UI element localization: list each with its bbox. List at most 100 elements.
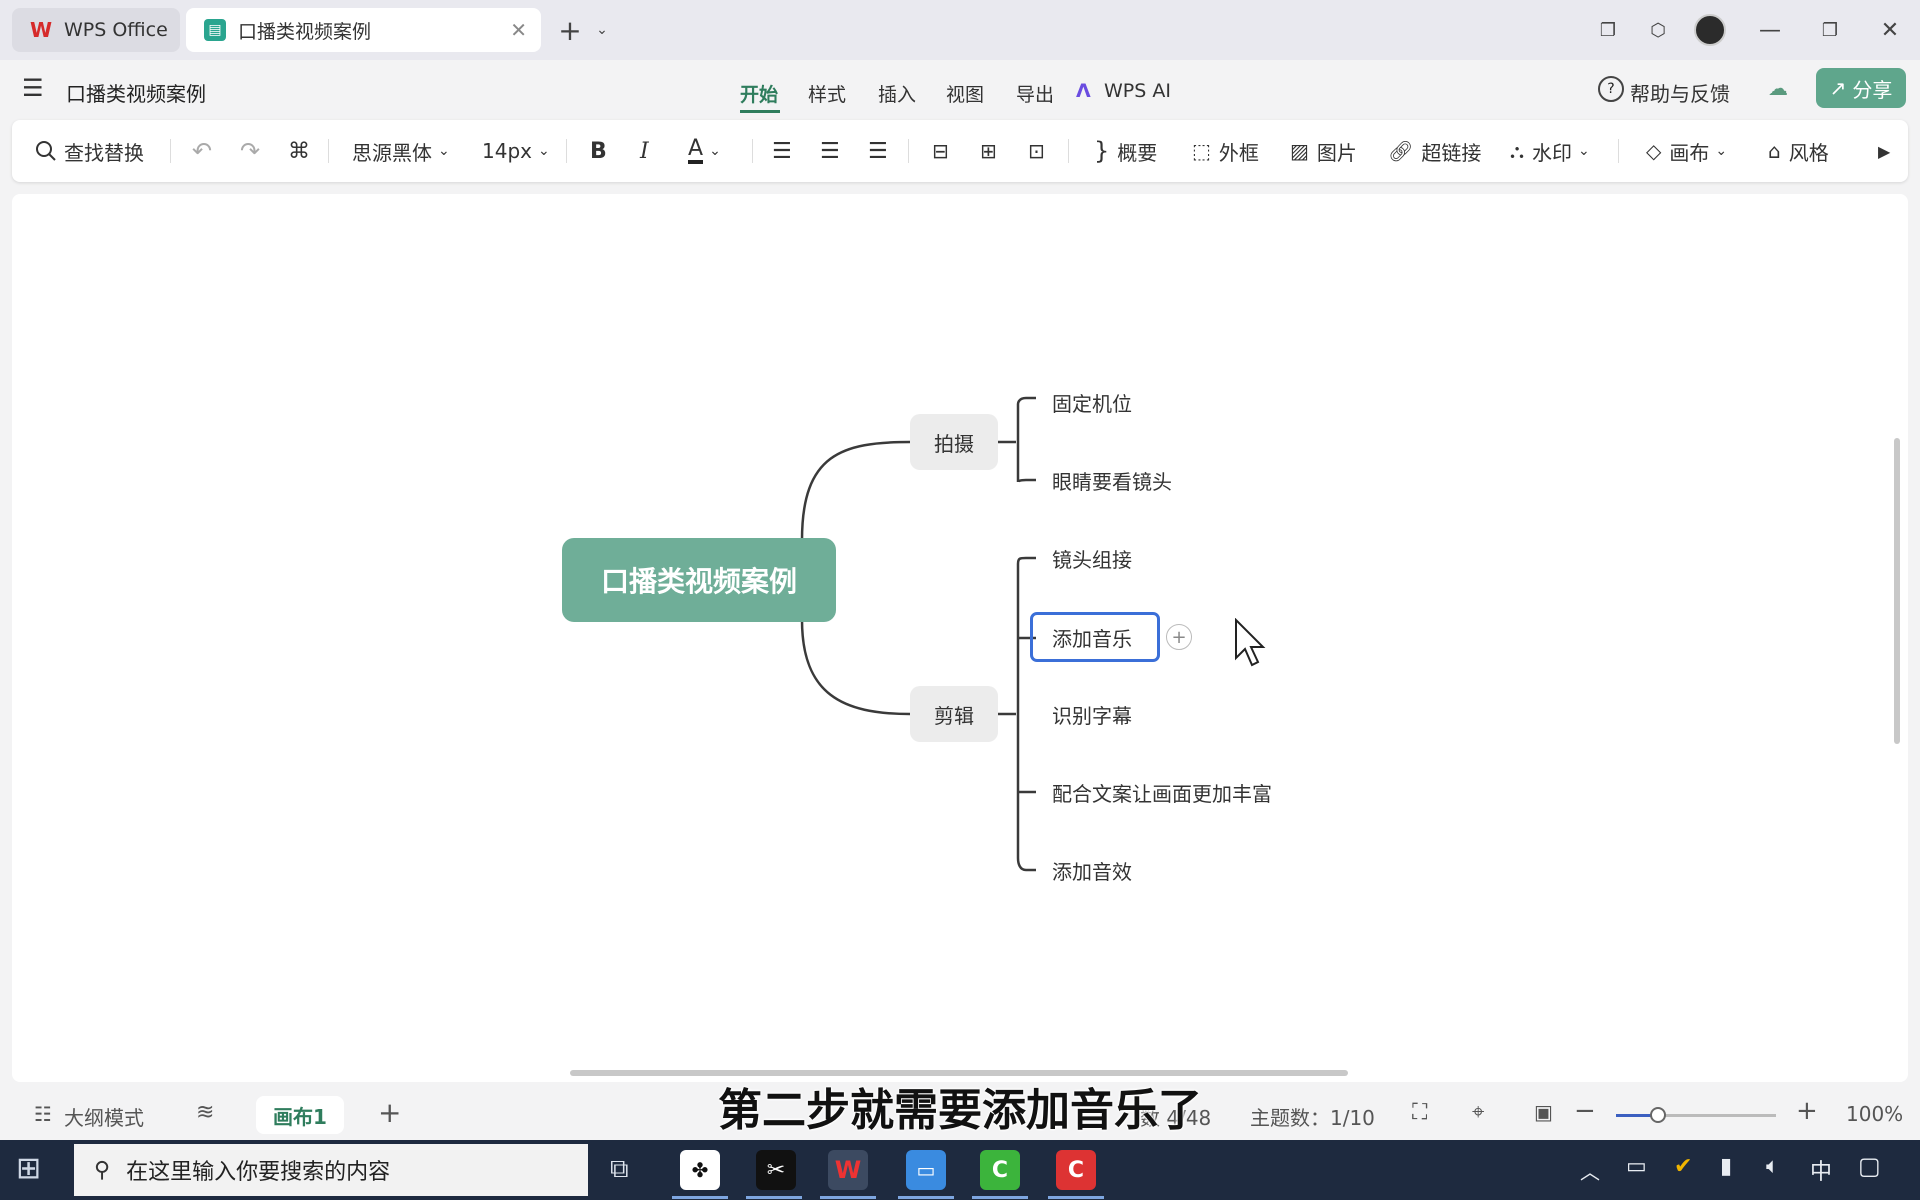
app-icon-capcut[interactable]: ✂: [756, 1150, 796, 1190]
leaf-node[interactable]: 镜头组接: [1052, 548, 1132, 572]
watermark-label: 水印: [1532, 140, 1572, 165]
add-node-icon[interactable]: +: [1166, 624, 1192, 650]
layers-icon[interactable]: ≋: [196, 1100, 215, 1125]
canvas-tab-label: 画布1: [273, 1104, 327, 1129]
leaf-node[interactable]: 识别字幕: [1052, 704, 1132, 728]
checkmark-app-icon[interactable]: ✔: [1674, 1154, 1693, 1179]
leaf-node-selected[interactable]: 添加音乐: [1030, 612, 1160, 662]
format-painter-icon[interactable]: ⌘: [288, 138, 310, 164]
image-icon: ▨: [1290, 139, 1309, 163]
zoom-in-icon[interactable]: +: [1796, 1096, 1818, 1126]
leaf-node[interactable]: 固定机位: [1052, 392, 1132, 416]
align-center-icon[interactable]: ☰: [820, 138, 840, 164]
align-left-icon[interactable]: ☰: [772, 138, 792, 164]
zoom-out-icon[interactable]: −: [1574, 1096, 1596, 1126]
vertical-scrollbar[interactable]: [1894, 438, 1900, 744]
task-view-icon[interactable]: ⧉: [610, 1154, 629, 1184]
menu-wps-ai[interactable]: WPS AI: [1104, 80, 1171, 102]
fullscreen-icon[interactable]: ⛶: [1412, 1100, 1428, 1125]
menu-view[interactable]: 视图: [946, 84, 985, 106]
app-icon-wps[interactable]: W: [828, 1150, 868, 1190]
help-feedback-button[interactable]: 帮助与反馈: [1630, 82, 1730, 106]
align-right-icon[interactable]: ☰: [868, 138, 888, 164]
tab-wps-office[interactable]: W WPS Office: [12, 8, 180, 52]
network-icon[interactable]: ▭: [1626, 1154, 1647, 1179]
font-size-select[interactable]: 14px ⌄: [482, 134, 550, 168]
tab-document[interactable]: ▤ 口播类视频案例 ✕: [186, 8, 541, 52]
notification-icon[interactable]: ▢: [1858, 1152, 1881, 1180]
image-button[interactable]: ▨ 图片: [1290, 134, 1357, 168]
font-family-select[interactable]: 思源黑体 ⌄: [352, 134, 450, 168]
battery-icon[interactable]: ▮: [1720, 1154, 1733, 1179]
ime-indicator[interactable]: 中: [1810, 1160, 1833, 1185]
font-color-button[interactable]: A ⌄: [688, 134, 721, 168]
minimap-icon[interactable]: ▣: [1534, 1100, 1553, 1124]
canvas-tab[interactable]: 画布1: [256, 1096, 344, 1134]
tray-chevron-up-icon[interactable]: ︿: [1580, 1160, 1600, 1184]
summary-button[interactable]: } 概要: [1094, 134, 1157, 168]
branch-node-shoot[interactable]: 拍摄: [910, 414, 998, 470]
tab-list-chevron-icon[interactable]: ⌄: [596, 22, 608, 38]
outline-mode-button[interactable]: 大纲模式: [64, 1106, 144, 1130]
divider: [908, 139, 909, 163]
divider: [328, 139, 329, 163]
shirt-icon: ⌂: [1768, 139, 1781, 163]
root-node[interactable]: 口播类视频案例: [562, 538, 836, 622]
taskbar-search-box[interactable]: ⚲ 在这里输入你要搜索的内容: [74, 1144, 588, 1196]
bold-icon[interactable]: B: [590, 138, 607, 164]
app-icon-hub[interactable]: ✤: [680, 1150, 720, 1190]
leaf-node[interactable]: 眼睛要看镜头: [1052, 470, 1172, 494]
redo-icon[interactable]: ↷: [240, 137, 261, 165]
undo-icon[interactable]: ↶: [192, 137, 213, 165]
menu-style[interactable]: 样式: [808, 84, 847, 106]
window-switch-icon[interactable]: ❐: [1599, 19, 1617, 41]
tab-label: WPS Office: [64, 19, 168, 41]
app-icon-files[interactable]: ▭: [906, 1150, 946, 1190]
windows-start-icon[interactable]: ⊞: [16, 1151, 42, 1186]
avatar[interactable]: [1694, 14, 1726, 46]
more-arrow-icon[interactable]: ▶: [1878, 141, 1891, 161]
frame-button[interactable]: ⬚ 外框: [1192, 134, 1259, 168]
taskbar-search-placeholder: 在这里输入你要搜索的内容: [126, 1160, 391, 1185]
zoom-slider[interactable]: [1616, 1107, 1776, 1123]
insert-parent-icon[interactable]: ⊡: [1028, 139, 1045, 163]
mindmap-canvas[interactable]: 口播类视频案例 拍摄 剪辑 固定机位 眼睛要看镜头 镜头组接 添加音乐 + 识别…: [12, 194, 1908, 1082]
cloud-sync-icon[interactable]: ☁: [1768, 76, 1788, 100]
menu-insert[interactable]: 插入: [878, 84, 917, 106]
add-canvas-icon[interactable]: +: [378, 1096, 402, 1129]
leaf-node[interactable]: 添加音效: [1052, 860, 1132, 884]
document-title[interactable]: 口播类视频案例: [66, 82, 206, 106]
italic-icon[interactable]: I: [640, 138, 649, 164]
leaf-node[interactable]: 配合文案让画面更加丰富: [1052, 782, 1272, 806]
tab-label: 口播类视频案例: [238, 20, 372, 43]
restore-icon[interactable]: ❐: [1821, 19, 1839, 41]
volume-icon[interactable]: 🔈︎: [1766, 1154, 1780, 1179]
minimize-icon[interactable]: —: [1759, 17, 1781, 43]
hamburger-menu-icon[interactable]: ☰: [22, 74, 44, 102]
insert-child-icon[interactable]: ⊞: [980, 139, 997, 163]
menu-start[interactable]: 开始: [740, 84, 779, 106]
new-tab-icon[interactable]: +: [558, 13, 582, 47]
cube-icon[interactable]: ⬡: [1650, 19, 1666, 41]
canvas-button[interactable]: ◇ 画布 ⌄: [1646, 134, 1727, 168]
app-icon-camtasia-red[interactable]: C: [1056, 1150, 1096, 1190]
zoom-slider-handle[interactable]: [1650, 1107, 1666, 1123]
horizontal-scrollbar[interactable]: [570, 1070, 1348, 1076]
locate-icon[interactable]: ⌖: [1472, 1100, 1485, 1125]
zoom-level[interactable]: 100%: [1846, 1102, 1904, 1126]
menu-export[interactable]: 导出: [1016, 84, 1055, 106]
insert-sibling-icon[interactable]: ⊟: [932, 139, 949, 163]
hyperlink-button[interactable]: 🔗︎ 超链接: [1388, 134, 1481, 168]
mouse-cursor-icon: [1235, 618, 1266, 667]
watermark-button[interactable]: ⛬ 水印 ⌄: [1510, 134, 1590, 168]
close-window-icon[interactable]: ✕: [1880, 17, 1900, 43]
find-replace-button[interactable]: 查找替换: [34, 134, 144, 168]
share-button[interactable]: ↗ 分享: [1816, 68, 1906, 108]
theme-button[interactable]: ⌂ 风格: [1768, 134, 1829, 168]
active-menu-underline: [740, 110, 780, 113]
tab-close-icon[interactable]: ✕: [510, 18, 527, 42]
search-icon: ⚲: [94, 1157, 111, 1183]
app-icon-camtasia-green[interactable]: C: [980, 1150, 1020, 1190]
branch-node-edit[interactable]: 剪辑: [910, 686, 998, 742]
taskbar: ⊞ ⚲ 在这里输入你要搜索的内容 ⧉ ✤ ✂ W ▭ C C ︿ ▭ ✔ ▮ 🔈…: [0, 1140, 1920, 1200]
